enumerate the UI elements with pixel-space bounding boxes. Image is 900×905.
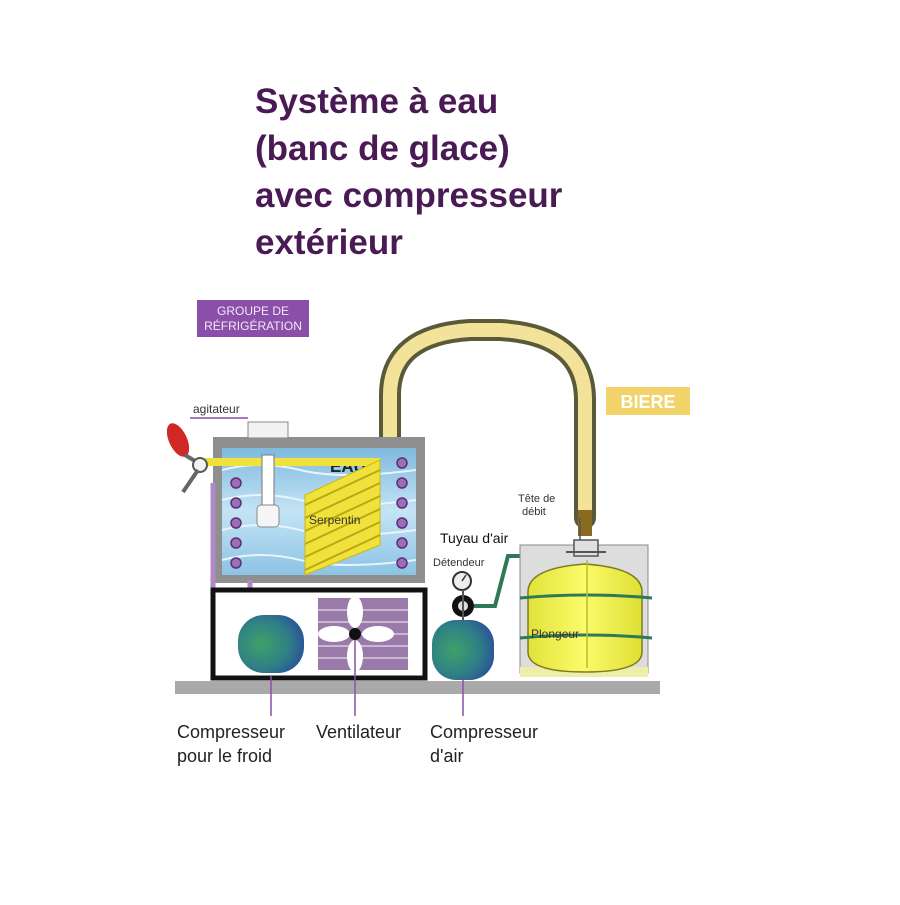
- title-line-4: extérieur: [255, 223, 403, 262]
- water-inlet-bar: [205, 458, 380, 466]
- label-compresseur-air-1: Compresseur: [430, 722, 538, 742]
- floor-base: [175, 681, 660, 694]
- label-plongeur: Plongeur: [531, 627, 579, 641]
- label-tuyau-air: Tuyau d'air: [440, 530, 509, 546]
- title-line-2: (banc de glace): [255, 129, 510, 168]
- tag-refrigeration-line2: RÉFRIGÉRATION: [204, 318, 302, 333]
- title-line-3: avec compresseur: [255, 176, 563, 215]
- tag-refrigeration-group: GROUPE DE RÉFRIGÉRATION: [197, 300, 309, 337]
- label-compresseur-air-2: d'air: [430, 746, 463, 766]
- serpentin-coil: Serpentin: [304, 459, 381, 576]
- tag-biere: BIERE: [606, 387, 690, 415]
- label-compresseur-froid-2: pour le froid: [177, 746, 272, 766]
- label-agitateur: agitateur: [193, 402, 240, 416]
- label-tete-debit-1: Tête de: [518, 493, 555, 505]
- label-compresseur-froid-1: Compresseur: [177, 722, 285, 742]
- fan: [318, 596, 408, 716]
- air-compressor: [432, 620, 494, 716]
- beer-line-inner: [383, 323, 592, 518]
- tag-biere-label: BIERE: [620, 392, 675, 412]
- label-ventilateur: Ventilateur: [316, 722, 401, 742]
- label-serpentin: Serpentin: [309, 513, 360, 527]
- cold-compressor: [238, 615, 304, 716]
- dispensing-head: Tête de débit: [518, 493, 606, 557]
- label-detendeur: Détendeur: [433, 557, 485, 569]
- page-title: Système à eau (banc de glace) avec compr…: [255, 78, 562, 266]
- label-tete-debit-2: débit: [522, 506, 546, 518]
- tag-refrigeration-line1: GROUPE DE: [217, 304, 289, 318]
- beer-line-end: [578, 510, 592, 536]
- beer-keg: Plongeur: [519, 544, 653, 677]
- beer-tap: [166, 423, 208, 494]
- title-line-1: Système à eau: [255, 82, 499, 121]
- agitator: agitateur: [190, 402, 289, 528]
- coil-rings-left: [230, 477, 242, 569]
- pressure-regulator: Détendeur: [433, 557, 485, 620]
- coil-rings-right: [396, 457, 408, 569]
